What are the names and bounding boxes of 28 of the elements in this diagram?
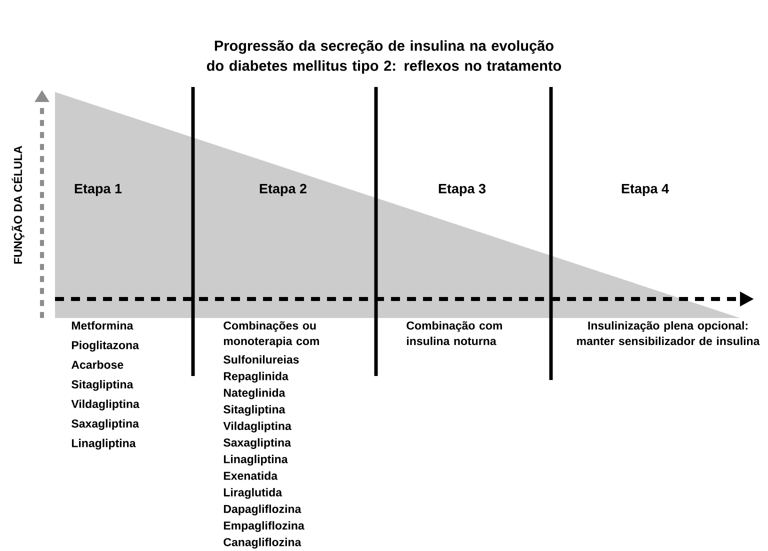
drug-name: Nateglinida [224, 388, 286, 400]
drug-name: Exenatida [224, 471, 278, 480]
drug-name: Canagliflozina [224, 538, 302, 549]
note: Insulinização plena opcional: manter sensibilizador de insulina [577, 321, 760, 346]
drug-name: Empagliflozina [224, 521, 304, 532]
stage-label: Etapa 3 [438, 184, 486, 196]
drug-name: Repaglinida [224, 372, 288, 383]
axis-label: FUNÇÃO DA CÉLULA [12, 146, 24, 264]
drug-name: Liraglutida [224, 488, 282, 499]
drug-name: Vildagliptina [223, 422, 292, 432]
note: Combinação com insulina noturna [406, 321, 502, 346]
drug-name: Acarbose [72, 360, 124, 369]
stage-label: Etapa 1 [74, 184, 122, 196]
drug-name: Saxagliptina [224, 438, 292, 449]
drug-name: Linagliptina [224, 454, 288, 466]
stage-label: Etapa 4 [622, 184, 669, 196]
drug-name: Sulfonilureias [224, 355, 299, 364]
drug-name: Dapagliflozina [224, 504, 302, 516]
drug-name: Pioglitazona [72, 340, 139, 352]
note: Combinações ou monoterapia com [224, 321, 319, 348]
drug-name: Sitagliptina [72, 380, 134, 391]
drug-name: Vildagliptina [71, 400, 140, 410]
title: Progressão da secreção de insulina na evolução do diabetes mellitus tipo 2: reflexos no tratamento [206, 40, 562, 74]
stage-label: Etapa 2 [260, 184, 306, 196]
drug-name: Metformina [72, 321, 134, 330]
drug-name: Linagliptina [72, 438, 136, 450]
drug-name: Saxagliptina [72, 419, 140, 430]
drug-name: Sitagliptina [224, 405, 286, 416]
